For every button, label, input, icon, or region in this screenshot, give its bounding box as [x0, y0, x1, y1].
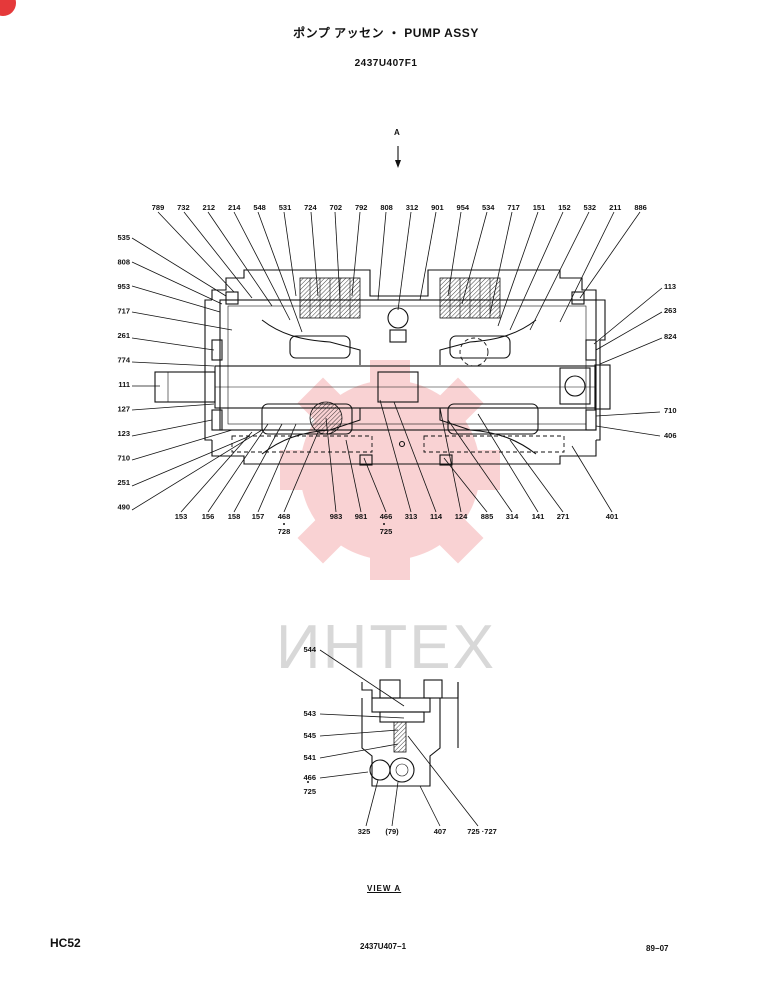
part-number-label: 725 ·727	[467, 827, 497, 836]
part-number-label: 401	[606, 512, 619, 521]
left-labels: 535 808 953 717 261 774 111 127 123 710 251 490	[117, 233, 130, 512]
part-number-label: 490	[117, 503, 130, 512]
part-number-label: 124	[455, 512, 468, 521]
part-number-label: 151	[533, 203, 546, 212]
leader-lines-main	[131, 211, 663, 513]
part-number-label: 111	[118, 380, 130, 389]
part-number-label: 123	[117, 429, 130, 438]
part-number-label: 325	[358, 827, 371, 836]
part-number-label: 211	[609, 203, 621, 212]
part-number-label: 312	[406, 203, 419, 212]
view-a-detail	[361, 679, 459, 787]
page-code: 2437U407−1	[360, 942, 407, 951]
part-number-label: 534	[482, 203, 495, 212]
part-number-label: 724	[304, 203, 317, 212]
part-number-label: 466	[303, 773, 316, 782]
part-number-label: 271	[557, 512, 570, 521]
part-number-label: 789	[152, 203, 165, 212]
part-number-label: 261	[117, 331, 130, 340]
part-number-label: 717	[117, 307, 130, 316]
reference-dots	[283, 523, 385, 783]
drawing-number: 2437U407F1	[354, 58, 418, 69]
view-a-caption: VIEW A	[367, 884, 402, 893]
part-number-label: 545	[303, 731, 316, 740]
part-number-label: 313	[405, 512, 418, 521]
part-number-label: 407	[434, 827, 447, 836]
part-number-label: 710	[664, 406, 677, 415]
view-a-bottom-labels: 325 (79) 407 725 ·727	[358, 827, 497, 836]
part-number-label: 702	[330, 203, 343, 212]
part-number-label: 531	[279, 203, 292, 212]
part-number-label: 792	[355, 203, 368, 212]
part-number-label: 406	[664, 431, 677, 440]
part-number-label: 725	[303, 787, 316, 796]
bottom-labels: 153 156 158 157 468 728 983 981 466 725 313 114 124 8…	[175, 512, 619, 536]
watermark-text: ИНТЕХ	[276, 613, 496, 682]
top-labels: 789 732 212 214 548 531 724 702 792 808 312 901 954 5…	[152, 203, 647, 212]
part-number-label: 466	[380, 512, 393, 521]
part-number-label: 808	[380, 203, 393, 212]
part-number-label: 468	[278, 512, 291, 521]
part-number-label: 725	[380, 527, 393, 536]
part-number-label: (79)	[385, 827, 399, 836]
part-number-label: 314	[506, 512, 519, 521]
part-number-label: 535	[117, 233, 130, 242]
part-number-label: 717	[507, 203, 520, 212]
part-number-label: 901	[431, 203, 444, 212]
part-number-label: 156	[202, 512, 215, 521]
part-number-label: 113	[664, 282, 676, 291]
part-number-label: 532	[584, 203, 597, 212]
watermark-gear-icon	[280, 360, 500, 580]
part-number-label: 127	[117, 405, 130, 414]
part-number-label: 710	[117, 454, 130, 463]
part-number-label: 158	[228, 512, 241, 521]
view-a-left-labels: 544 543 545 541 466 725	[303, 645, 316, 796]
part-number-label: 114	[430, 512, 443, 521]
part-number-label: 541	[303, 753, 316, 762]
part-number-label: 728	[278, 527, 291, 536]
part-number-label: 263	[664, 306, 677, 315]
part-number-label: 212	[203, 203, 216, 212]
corner-badge	[0, 0, 16, 16]
part-number-label: 886	[634, 203, 647, 212]
part-number-label: 141	[532, 512, 545, 521]
part-number-label: 153	[175, 512, 188, 521]
view-arrow-label: A	[394, 128, 400, 137]
part-number-label: 157	[252, 512, 265, 521]
part-number-label: 954	[457, 203, 470, 212]
part-number-label: 251	[117, 478, 130, 487]
revision-date: 89−07	[646, 944, 669, 953]
part-number-label: 732	[177, 203, 190, 212]
part-number-label: 808	[117, 258, 130, 267]
part-number-label: 544	[303, 645, 316, 654]
leader-lines-view-a	[319, 649, 479, 827]
part-number-label: 824	[664, 332, 677, 341]
part-number-label: 885	[481, 512, 494, 521]
part-number-label: 543	[303, 709, 316, 718]
view-arrow-icon	[395, 146, 401, 168]
part-number-label: 774	[117, 356, 130, 365]
part-number-label: 983	[330, 512, 343, 521]
model-code: HC52	[50, 936, 81, 950]
part-number-label: 548	[253, 203, 266, 212]
part-number-label: 152	[558, 203, 571, 212]
page-title: ポンプ アッセン ・ PUMP ASSY	[293, 26, 479, 40]
part-number-label: 981	[355, 512, 368, 521]
part-number-label: 953	[117, 282, 130, 291]
part-number-label: 214	[228, 203, 241, 212]
right-labels: 113 263 824 710 406	[664, 282, 677, 440]
